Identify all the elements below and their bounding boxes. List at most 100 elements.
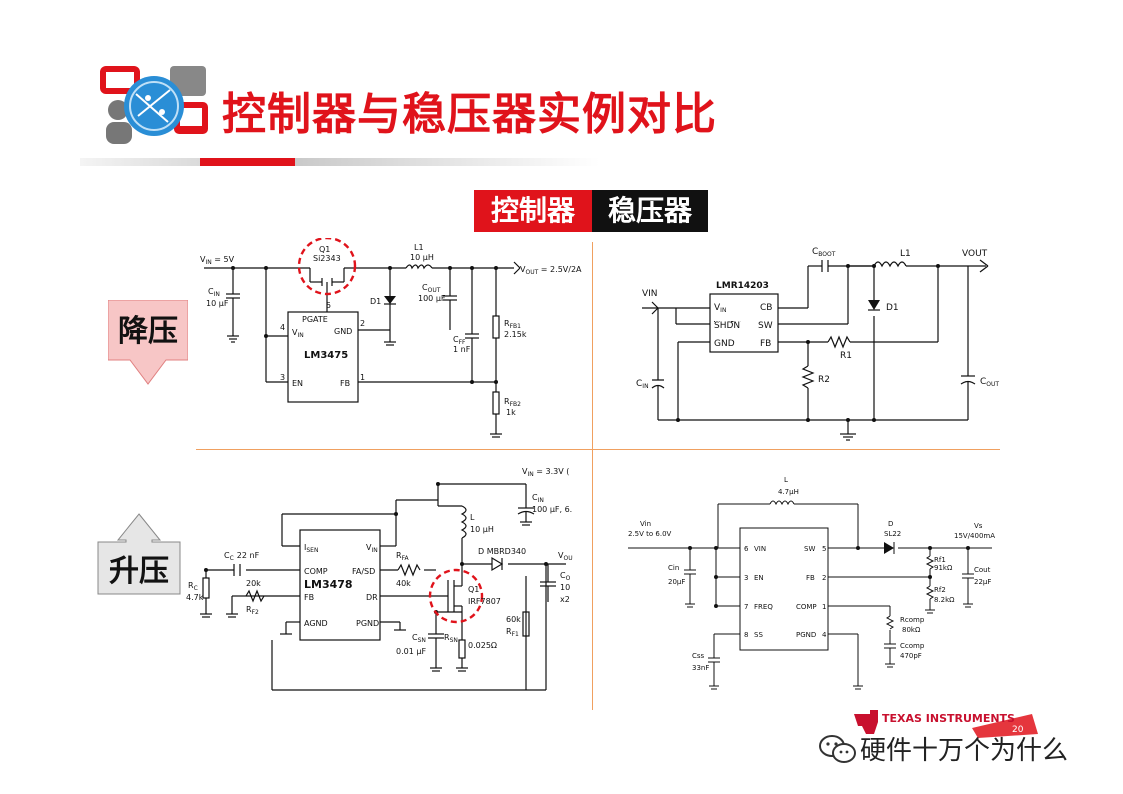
tag-controller: 控制器 — [474, 190, 592, 232]
svg-text:GND: GND — [714, 339, 735, 349]
svg-text:R1: R1 — [840, 351, 852, 361]
svg-text:2.15k: 2.15k — [504, 330, 527, 339]
svg-text:IRF7807: IRF7807 — [468, 597, 501, 606]
boost-arrow-icon — [96, 512, 182, 596]
svg-text:D: D — [888, 520, 893, 528]
svg-text:EN: EN — [754, 574, 764, 582]
svg-text:Css: Css — [692, 652, 705, 660]
svg-text:RSN: RSN — [444, 633, 458, 644]
svg-text:VIN: VIN — [642, 289, 658, 299]
wechat-icon — [818, 733, 858, 765]
svg-text:D MBRD340: D MBRD340 — [478, 547, 526, 556]
svg-text:Cin: Cin — [668, 564, 679, 572]
svg-text:80kΩ: 80kΩ — [902, 626, 921, 634]
watermark-text: 硬件十万个为什么 — [860, 736, 1069, 766]
label-buck: 降压 — [118, 314, 178, 349]
svg-text:LM3478: LM3478 — [304, 578, 353, 591]
svg-text:GND: GND — [334, 327, 352, 336]
svg-text:AGND: AGND — [304, 619, 328, 628]
svg-text:100 µF: 100 µF — [418, 294, 446, 303]
svg-text:SW: SW — [804, 545, 815, 553]
svg-text:Vs: Vs — [974, 522, 983, 530]
svg-text:CO: CO — [560, 571, 571, 582]
svg-text:1: 1 — [822, 603, 826, 611]
svg-text:0.01 µF: 0.01 µF — [396, 647, 426, 656]
svg-text:FB: FB — [760, 339, 771, 349]
svg-text:1k: 1k — [506, 408, 516, 417]
svg-text:RFB2: RFB2 — [504, 397, 521, 408]
svg-text:10: 10 — [560, 583, 570, 592]
svg-text:8: 8 — [744, 631, 748, 639]
svg-text:RFB1: RFB1 — [504, 319, 521, 330]
svg-text:4.7µH: 4.7µH — [778, 488, 799, 496]
svg-text:6: 6 — [744, 545, 749, 553]
buck-controller-schematic: VIN = 5V Q1 Si2343 L1 10 µH VOUT = 2.5V/… — [200, 238, 582, 438]
svg-text:CIN: CIN — [532, 493, 544, 504]
svg-text:VIN: VIN — [292, 328, 304, 339]
svg-text:DR: DR — [366, 593, 378, 602]
svg-text:2.5V to 6.0V: 2.5V to 6.0V — [628, 530, 672, 538]
svg-text:CSN: CSN — [412, 633, 426, 644]
svg-text:3: 3 — [744, 574, 748, 582]
svg-text:Si2343: Si2343 — [313, 254, 341, 263]
svg-text:100 µF, 6.: 100 µF, 6. — [532, 505, 572, 514]
svg-text:VOUT = 2.5V/2A: VOUT = 2.5V/2A — [520, 265, 582, 276]
svg-text:SL22: SL22 — [884, 530, 901, 538]
svg-text:SW: SW — [758, 321, 773, 331]
svg-text:FB: FB — [340, 379, 350, 388]
svg-text:FREQ: FREQ — [754, 603, 773, 611]
svg-text:4.7k: 4.7k — [186, 593, 204, 602]
svg-text:8.2kΩ: 8.2kΩ — [934, 596, 955, 604]
svg-text:COUT: COUT — [422, 283, 441, 294]
ti-logo: TEXAS INSTRUMENTS 20 — [852, 708, 1042, 738]
svg-text:7: 7 — [744, 603, 748, 611]
svg-text:1 nF: 1 nF — [453, 345, 471, 354]
svg-text:40k: 40k — [396, 579, 411, 588]
title-underline — [80, 158, 600, 166]
logo-icon — [98, 64, 210, 146]
svg-text:VIN: VIN — [366, 543, 378, 554]
divider-horizontal — [196, 449, 1000, 450]
svg-text:VOUT: VOUT — [962, 249, 988, 259]
svg-text:VOU: VOU — [558, 551, 573, 562]
buck-regulator-schematic: LMR14203 VIN VOUT CBOOT L1 D1 R1 R2 CIN … — [636, 247, 999, 441]
svg-text:COMP: COMP — [796, 603, 817, 611]
title-underline-accent — [200, 158, 295, 166]
svg-text:CBOOT: CBOOT — [812, 247, 836, 258]
svg-text:FA/SD: FA/SD — [352, 567, 375, 576]
svg-text:R2: R2 — [818, 375, 830, 385]
svg-text:L1: L1 — [900, 249, 911, 259]
label-boost: 升压 — [109, 554, 169, 589]
svg-text:EN: EN — [292, 379, 303, 388]
svg-text:SS: SS — [754, 631, 763, 639]
boost-regulator-schematic: Vin 2.5V to 6.0V L 4.7µH D SL22 Vs 15V/4… — [628, 476, 995, 690]
svg-text:4: 4 — [280, 323, 285, 332]
svg-text:LM3475: LM3475 — [304, 350, 348, 361]
svg-text:TEXAS INSTRUMENTS: TEXAS INSTRUMENTS — [882, 712, 1015, 725]
svg-text:CIN: CIN — [636, 379, 649, 390]
ti-mark-icon — [854, 710, 878, 734]
svg-text:FB: FB — [806, 574, 815, 582]
svg-text:RFA: RFA — [396, 551, 409, 562]
svg-text:D1: D1 — [370, 297, 381, 306]
svg-text:VIN: VIN — [754, 545, 766, 553]
svg-text:0.025Ω: 0.025Ω — [468, 641, 497, 650]
svg-text:L: L — [784, 476, 788, 484]
svg-text:CB: CB — [760, 303, 772, 313]
svg-text:CFF: CFF — [453, 335, 466, 346]
svg-text:2: 2 — [360, 319, 365, 328]
svg-text:Cout: Cout — [974, 566, 991, 574]
svg-text:Q1: Q1 — [319, 245, 330, 254]
svg-text:COUT: COUT — [980, 377, 999, 388]
svg-text:22µF: 22µF — [974, 578, 991, 586]
svg-text:L1: L1 — [414, 243, 424, 252]
svg-text:1: 1 — [360, 373, 365, 382]
svg-text:PGND: PGND — [356, 619, 379, 628]
svg-text:5: 5 — [326, 301, 331, 310]
svg-text:Rcomp: Rcomp — [900, 616, 925, 624]
svg-text:91kΩ: 91kΩ — [934, 564, 953, 572]
svg-text:10 µH: 10 µH — [470, 525, 494, 534]
svg-text:VIN: VIN — [714, 303, 726, 314]
svg-text:5: 5 — [822, 545, 826, 553]
